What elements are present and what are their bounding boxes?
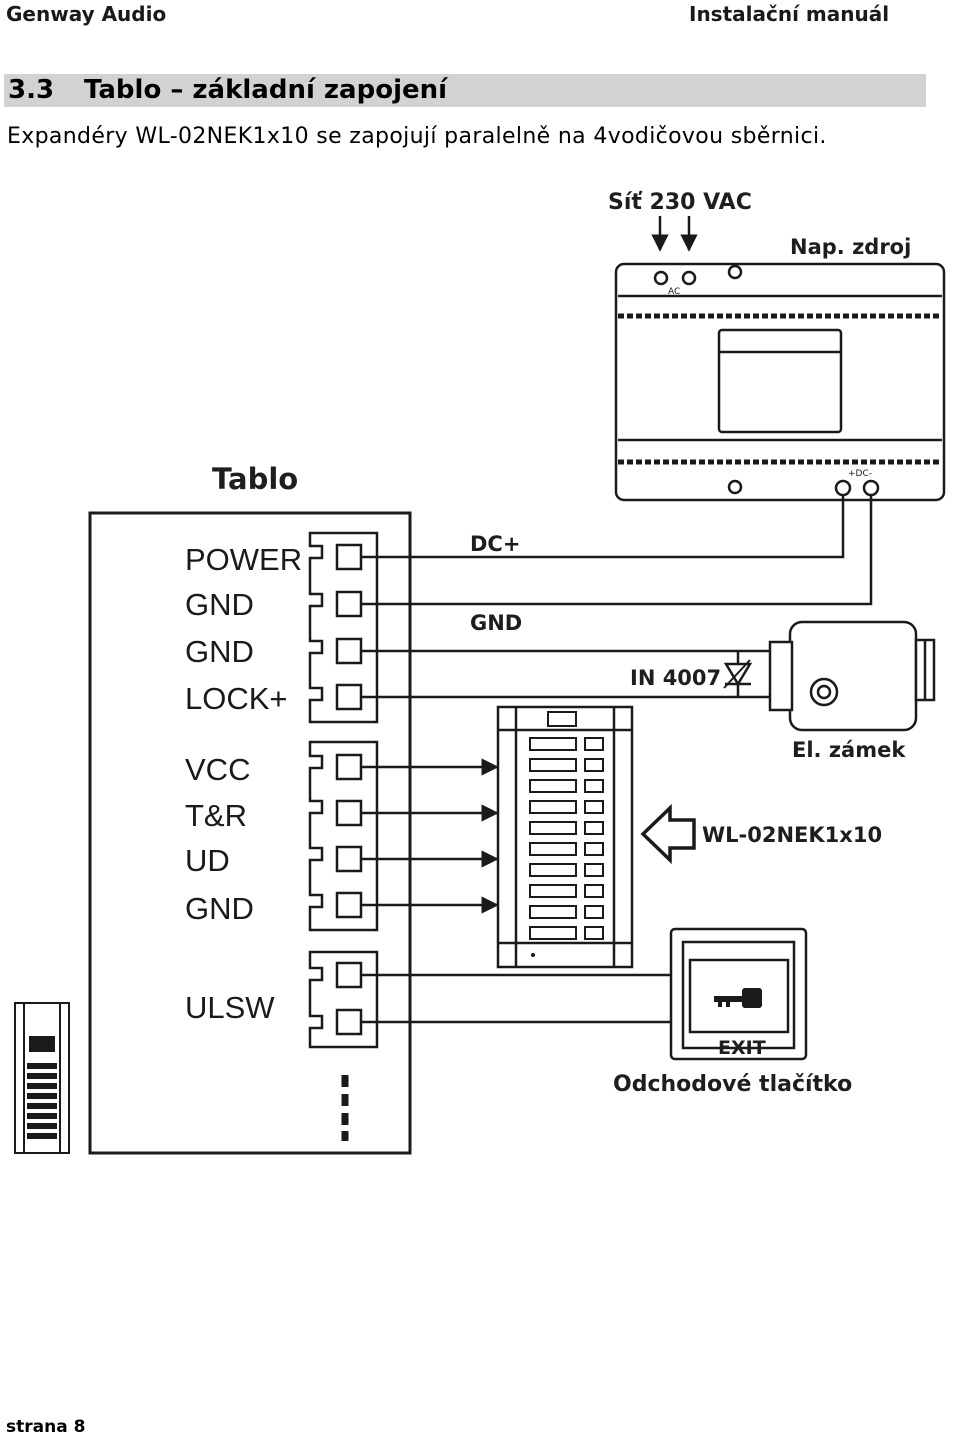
lock-label: El. zámek	[792, 738, 906, 762]
section-heading-bar	[4, 74, 926, 107]
electric-lock	[768, 620, 936, 732]
terminal-power: POWER	[185, 542, 302, 577]
power-supply-unit: AC +DC-	[614, 262, 946, 502]
terminal-gnd-2: GND	[185, 634, 254, 669]
diode-symbol	[723, 651, 753, 697]
svg-text:+DC-: +DC-	[848, 469, 872, 479]
document-header-right: Instalační manuál	[689, 2, 890, 26]
terminal-ulsw: ULSW	[185, 990, 275, 1025]
wires	[361, 495, 873, 1024]
mains-label: Síť 230 VAC	[608, 190, 752, 215]
terminal-lock: LOCK+	[185, 681, 288, 716]
section-number: 3.3	[8, 75, 55, 105]
expander-pointer-arrow	[640, 803, 696, 865]
svg-text:AC: AC	[668, 287, 680, 297]
connector-blocks	[308, 531, 379, 1049]
door-station-buttons	[27, 1063, 57, 1139]
expander-label: WL-02NEK1x10	[702, 823, 882, 847]
exit-text: EXIT	[718, 1037, 766, 1059]
panel-label: Tablo	[212, 462, 298, 496]
section-title: Tablo – základní zapojení	[84, 75, 448, 105]
intro-paragraph: Expandéry WL-02NEK1x10 se zapojují paral…	[7, 124, 827, 149]
page-number: strana 8	[6, 1417, 86, 1437]
key-icon	[714, 988, 762, 1008]
terminal-gnd-3: GND	[185, 891, 254, 926]
door-station-illustration	[14, 1002, 70, 1154]
diode-label: IN 4007	[630, 666, 721, 690]
psu-label: Nap. zdroj	[790, 235, 911, 259]
terminal-tr: T&R	[185, 798, 247, 833]
terminal-ud: UD	[185, 843, 230, 878]
terminal-vcc: VCC	[185, 752, 250, 787]
document-header-left: Genway Audio	[6, 2, 167, 26]
expander-buttons	[529, 737, 604, 940]
wire-label-dc: DC+	[470, 532, 520, 556]
mains-arrows	[651, 216, 698, 252]
wire-label-gnd: GND	[470, 611, 522, 635]
terminal-gnd-1: GND	[185, 587, 254, 622]
exit-button-label: Odchodové tlačítko	[613, 1072, 852, 1097]
